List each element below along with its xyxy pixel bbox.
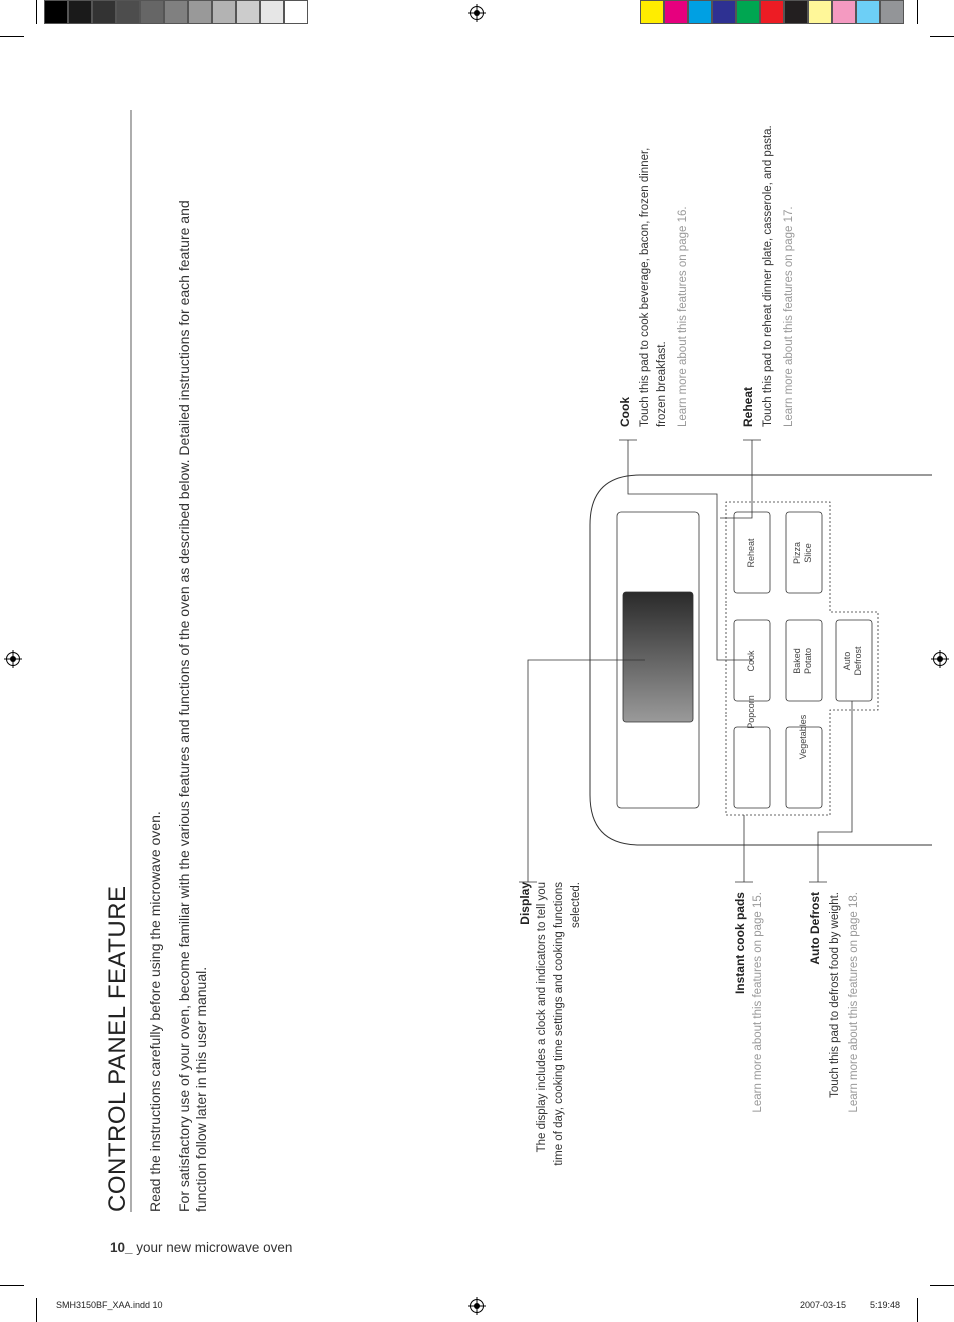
cook-label: Cook	[618, 397, 632, 427]
reheat-desc: Touch this pad to reheat dinner plate, c…	[762, 125, 774, 427]
color-swatch	[880, 0, 904, 24]
page-title: CONTROL PANEL FEATURE	[104, 885, 131, 1212]
color-swatch	[640, 0, 664, 24]
popcorn-pad	[733, 726, 771, 809]
crop-mark	[0, 1285, 24, 1286]
gray-swatch	[92, 0, 116, 24]
gray-swatch	[116, 0, 140, 24]
baked-word: Baked	[792, 648, 802, 674]
pizza-slice-pad	[785, 511, 823, 594]
crop-mark	[0, 36, 24, 37]
crop-mark	[930, 36, 954, 37]
color-swatch	[664, 0, 688, 24]
registration-mark-icon	[468, 4, 486, 22]
intro-line-1: Read the instructions carefully before u…	[147, 811, 163, 1212]
pizza-word: Pizza	[792, 542, 802, 565]
gray-swatch	[44, 0, 68, 24]
gray-swatch	[164, 0, 188, 24]
gray-swatch	[212, 0, 236, 24]
intro-line-3: function follow later in this user manua…	[193, 966, 209, 1212]
grayscale-calibration-bar	[44, 0, 314, 24]
auto-defrost-pad-label: Auto Defrost	[842, 611, 864, 711]
color-swatch	[784, 0, 808, 24]
cook-desc-2: frozen breakfast.	[656, 341, 668, 427]
registration-mark-icon	[468, 1297, 486, 1315]
reheat-more: Learn more about this features on page 1…	[783, 206, 795, 427]
instant-cook-pads-label: Instant cook pads	[733, 892, 747, 995]
auto-defrost-pad	[835, 619, 873, 702]
color-swatch	[832, 0, 856, 24]
registration-mark-icon	[4, 650, 22, 668]
defrost-word: Defrost	[853, 646, 863, 676]
crop-mark	[917, 1298, 918, 1322]
color-swatch	[856, 0, 880, 24]
auto-defrost-label: Auto Defrost	[808, 892, 822, 965]
instant-cook-pads-more: Learn more about this features on page 1…	[752, 892, 764, 1113]
potato-word: Potato	[803, 647, 813, 675]
color-swatch	[808, 0, 832, 24]
intro-line-2: For satisfactory use of your oven, becom…	[176, 200, 192, 1212]
color-swatch	[688, 0, 712, 24]
cook-pad-label: Cook	[746, 650, 756, 672]
gray-swatch	[284, 0, 308, 24]
crop-mark	[36, 1298, 37, 1322]
baked-potato-label: Baked Potato	[792, 611, 814, 711]
cook-pad	[733, 619, 771, 702]
slug-file: SMH3150BF_XAA.indd 10	[56, 1300, 163, 1310]
display-label: Display	[518, 882, 532, 925]
gray-swatch	[236, 0, 260, 24]
slug-date: 2007-03-15	[800, 1300, 847, 1310]
auto-defrost-desc: Touch this pad to defrost food by weight…	[829, 892, 841, 1098]
footer-caption: your new microwave oven	[132, 1240, 293, 1255]
reheat-label: Reheat	[741, 386, 755, 427]
display-desc-1: The display includes a clock and indicat…	[536, 882, 548, 1153]
vegetables-pad	[785, 726, 823, 809]
registration-mark-icon	[931, 650, 949, 668]
baked-potato-pad	[785, 619, 823, 702]
cook-more: Learn more about this features on page 1…	[677, 206, 689, 427]
display-desc-2: time of day, cooking time settings and c…	[553, 882, 565, 1166]
auto-word: Auto	[842, 651, 852, 671]
display-desc-3: selected.	[570, 882, 582, 929]
auto-defrost-more: Learn more about this features on page 1…	[848, 892, 860, 1113]
gray-swatch	[140, 0, 164, 24]
reheat-pad-label: Reheat	[746, 538, 756, 568]
color-swatch	[712, 0, 736, 24]
gray-swatch	[260, 0, 284, 24]
gray-swatch	[188, 0, 212, 24]
color-swatch	[736, 0, 760, 24]
slice-word: Slice	[803, 543, 813, 563]
slug-time: 5:19:48	[870, 1300, 901, 1310]
gray-swatch	[68, 0, 92, 24]
page-number: 10_	[110, 1240, 133, 1255]
cook-desc-1: Touch this pad to cook beverage, bacon, …	[639, 147, 651, 427]
crop-mark	[36, 0, 37, 24]
crop-mark	[917, 0, 918, 24]
color-calibration-bar	[640, 0, 906, 24]
crop-mark	[930, 1285, 954, 1286]
display-screen	[622, 591, 694, 723]
pizza-slice-label: Pizza Slice	[792, 503, 814, 603]
color-swatch	[760, 0, 784, 24]
page-footer: 10_ your new microwave oven	[110, 1240, 292, 1255]
